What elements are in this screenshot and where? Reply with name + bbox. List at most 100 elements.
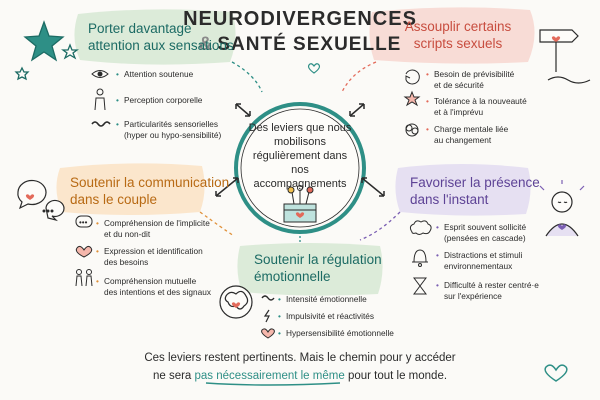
svg-text:•••: •••: [79, 218, 88, 227]
heart-icon: [75, 245, 93, 258]
scripts-bullet: •: [426, 96, 429, 106]
center-text: Des leviers que nous mobilisons régulièr…: [248, 122, 352, 190]
regulation-bullet: •: [278, 294, 281, 304]
scripts-item-line1: Tolérance à la nouveauté: [434, 96, 527, 106]
regulation-heading: Soutenir la régulation émotionnelle: [254, 251, 382, 285]
thought-cloud-icon: [409, 220, 432, 235]
two-people-icon: [75, 269, 93, 287]
sensations-item-line1: Particularités sensorielles: [124, 119, 219, 129]
title-ampersand: &: [198, 34, 214, 55]
tangle-icon: [405, 123, 419, 137]
scripts-item-line1: Charge mentale liée: [434, 124, 509, 134]
sensations-item: Perception corporelle: [124, 95, 203, 105]
cycle-arrows-icon: [405, 69, 420, 85]
communication-heading: Soutenir la communication dans le couple: [70, 174, 229, 208]
scripts-item-line2: et de sécurité: [434, 79, 484, 90]
footer-heart-icon: [544, 364, 568, 382]
title-line2: SANTÉ SEXUELLE: [217, 34, 402, 55]
presence-heading-line2: dans l'instant: [410, 192, 489, 207]
sensations-blob: [74, 9, 236, 65]
regulation-blob: [237, 243, 383, 296]
footer-line2-pre: ne sera: [152, 370, 192, 382]
hourglass-icon: [413, 277, 427, 295]
regulation-heading-line1: Soutenir la régulation: [254, 252, 382, 267]
ellipsis-bubble-icon: •••: [75, 215, 93, 228]
page-subtitle: &SANTÉ SEXUELLE: [0, 34, 600, 56]
connector-arrows: [215, 103, 385, 197]
regulation-bullet: •: [278, 328, 281, 338]
lightning-icon: [263, 309, 270, 323]
communication-blob: [56, 163, 205, 215]
communication-heading-line1: Soutenir la communication: [70, 175, 230, 190]
sensations-heading-line2: attention aux sensations: [88, 38, 234, 53]
toolbox-icon: [283, 185, 317, 223]
scripts-heading-line2: scripts sexuels: [413, 36, 503, 51]
squiggle-icon: [91, 121, 111, 127]
communication-heading-line2: dans le couple: [70, 192, 158, 207]
communication-item-line1: Expression et identification: [104, 246, 203, 256]
communication-bullet: •: [96, 218, 99, 228]
scripts-blob: [369, 7, 535, 64]
regulation-item: Impulsivité et réactivités: [286, 311, 375, 321]
eye-icon: [91, 70, 109, 78]
wave-icon: [261, 295, 275, 301]
scripts-heading: Assouplir certains scripts sexuels: [398, 18, 518, 52]
scripts-bullet: •: [426, 69, 429, 79]
scripts-item-line2: et à l'imprévu: [434, 106, 484, 117]
sensations-heading: Porter davantage attention aux sensation…: [88, 20, 234, 54]
communication-bullet: •: [96, 276, 99, 286]
presence-heading-line1: Favoriser la présence: [410, 175, 540, 190]
brain-heart-icon: [219, 285, 253, 319]
communication-bullet: •: [96, 246, 99, 256]
footer-line1: Ces leviers restent pertinents. Mais le …: [144, 352, 456, 364]
presence-bullet: •: [436, 222, 439, 232]
presence-bullet: •: [436, 280, 439, 290]
communication-item-line1: Compréhension mutuelle: [104, 276, 197, 286]
sensations-item-line2: (hyper ou hypo-sensibilité): [124, 129, 222, 140]
scripts-item-line1: Besoin de prévisibilité: [434, 69, 515, 79]
presence-item-line2: (pensées en cascade): [444, 232, 526, 243]
presence-item-line1: Esprit souvent sollicité: [444, 222, 527, 232]
bell-icon: [412, 249, 428, 267]
chat-bubbles-icon: [17, 179, 65, 222]
scripts-bullet: •: [426, 124, 429, 134]
sensations-heading-line1: Porter davantage: [88, 21, 192, 36]
presence-item-line2: environnementaux: [444, 260, 513, 271]
page-title: NEURODIVERGENCES: [183, 8, 417, 30]
meditating-person-icon: [539, 180, 585, 237]
footer-line2: ne sera pas nécessairement le même pour …: [0, 370, 600, 382]
sensations-item: Particularités sensorielles(hyper ou hyp…: [124, 119, 221, 140]
sensations-bullet: •: [116, 69, 119, 79]
footer-line2-post: pour tout le monde.: [347, 370, 448, 382]
sensations-item: Attention soutenue: [124, 69, 194, 79]
star-cluster-icon: [14, 20, 79, 81]
communication-item-line2: des besoins: [104, 256, 149, 267]
footer-underline: [205, 382, 341, 386]
regulation-item: Hypersensibilité émotionnelle: [286, 328, 394, 338]
sensations-bullet: •: [116, 95, 119, 105]
regulation-heading-line2: émotionnelle: [254, 269, 331, 284]
presence-item-line1: Difficulté à rester centré·e: [444, 280, 539, 290]
communication-item-line2: des intentions et des signaux: [104, 286, 212, 297]
heart-outline-icon: [261, 328, 275, 339]
scripts-item-line2: au changement: [434, 134, 492, 145]
presence-item-line1: Distractions et stimuli: [444, 250, 523, 260]
footer-emphasis: pas nécessairement le même: [194, 370, 345, 382]
presence-item: Esprit souvent sollicité(pensées en casc…: [444, 222, 526, 243]
sensations-bullet: •: [116, 119, 119, 129]
title-heart-icon: [307, 63, 321, 74]
body-outline-icon: [94, 88, 106, 111]
presence-blob: [395, 164, 531, 216]
presence-item-line2: sur l'expérience: [444, 290, 502, 301]
communication-item-line2: et du non-dit: [104, 228, 151, 239]
regulation-bullet: •: [278, 311, 281, 321]
